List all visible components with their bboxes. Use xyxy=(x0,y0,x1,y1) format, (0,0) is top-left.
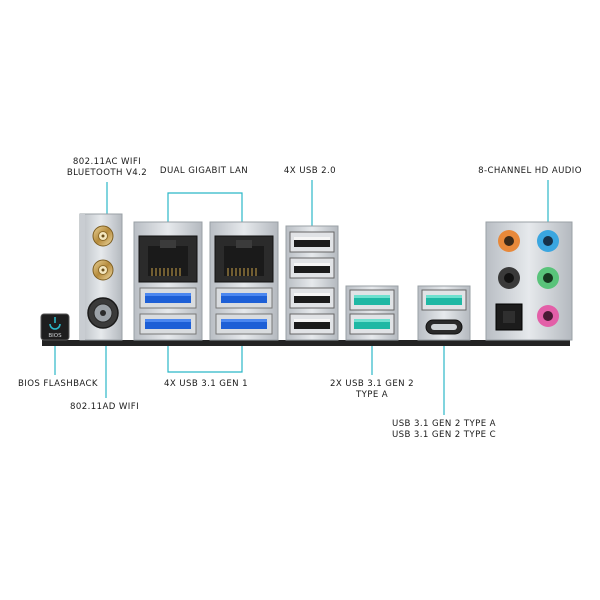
label-wifi-ac: 802.11AC WIFI BLUETOOTH V4.2 xyxy=(62,157,152,179)
rj45-port-icon xyxy=(214,235,274,283)
usb-port-icon xyxy=(349,313,395,335)
label-dual-lan: DUAL GIGABIT LAN xyxy=(159,166,249,176)
board-edge xyxy=(42,340,570,346)
usb-port-icon xyxy=(349,289,395,311)
label-hd-audio: 8-CHANNEL HD AUDIO xyxy=(478,166,582,176)
bios-flashback-button-icon: BIOS xyxy=(40,313,70,341)
audio-jack-icon xyxy=(537,267,559,289)
label-usb31-gen2-ac: USB 3.1 GEN 2 TYPE A USB 3.1 GEN 2 TYPE … xyxy=(382,419,506,441)
usb-type-c-icon xyxy=(425,319,463,335)
audio-jack-icon xyxy=(537,305,559,327)
label-wifi-ac-line2: BLUETOOTH V4.2 xyxy=(66,168,148,178)
lan-usb-stack-2 xyxy=(209,221,279,341)
label-usb31-gen2-ac-line2: USB 3.1 GEN 2 TYPE C xyxy=(391,430,497,440)
label-usb31-gen2-a-line1: 2X USB 3.1 GEN 2 xyxy=(330,379,414,389)
label-usb31-gen2-a: 2X USB 3.1 GEN 2 TYPE A xyxy=(316,379,428,401)
antenna-connector-icon xyxy=(92,259,114,281)
label-usb31-gen1: 4X USB 3.1 GEN 1 xyxy=(164,379,248,389)
lan-usb-stack-1 xyxy=(133,221,203,341)
leader-usb31-gen1 xyxy=(167,335,243,373)
usb31-gen2-a-stack xyxy=(345,285,399,341)
usb-port-icon xyxy=(289,231,335,253)
label-usb31-gen2-a-line2: TYPE A xyxy=(355,390,389,400)
label-wifi-ad: 802.11AD WIFI xyxy=(70,402,140,412)
label-usb20: 4X USB 2.0 xyxy=(283,166,337,176)
usb-port-icon xyxy=(289,313,335,335)
usb-port-icon xyxy=(421,289,467,311)
usb-port-icon xyxy=(289,257,335,279)
audio-block xyxy=(485,221,573,341)
antenna-connector-icon xyxy=(87,297,119,329)
usb31-gen2-ac-stack xyxy=(417,285,471,341)
label-usb31-gen2-ac-line1: USB 3.1 GEN 2 TYPE A xyxy=(392,419,496,429)
optical-port-icon xyxy=(495,303,523,331)
antenna-connector-icon xyxy=(92,225,114,247)
usb-port-icon xyxy=(215,287,273,309)
bios-button-text: BIOS xyxy=(48,333,62,339)
audio-jack-icon xyxy=(498,267,520,289)
usb-port-icon xyxy=(289,287,335,309)
usb-port-icon xyxy=(139,313,197,335)
audio-jack-icon xyxy=(537,230,559,252)
usb-port-icon xyxy=(215,313,273,335)
rj45-port-icon xyxy=(138,235,198,283)
leader-dual-lan xyxy=(167,192,243,238)
label-wifi-ac-line1: 802.11AC WIFI xyxy=(72,157,142,167)
label-bios-flashback: BIOS FLASHBACK xyxy=(18,379,98,389)
usb-port-icon xyxy=(139,287,197,309)
audio-jack-icon xyxy=(498,230,520,252)
usb20-stack xyxy=(285,225,339,341)
antenna-block xyxy=(79,213,123,341)
